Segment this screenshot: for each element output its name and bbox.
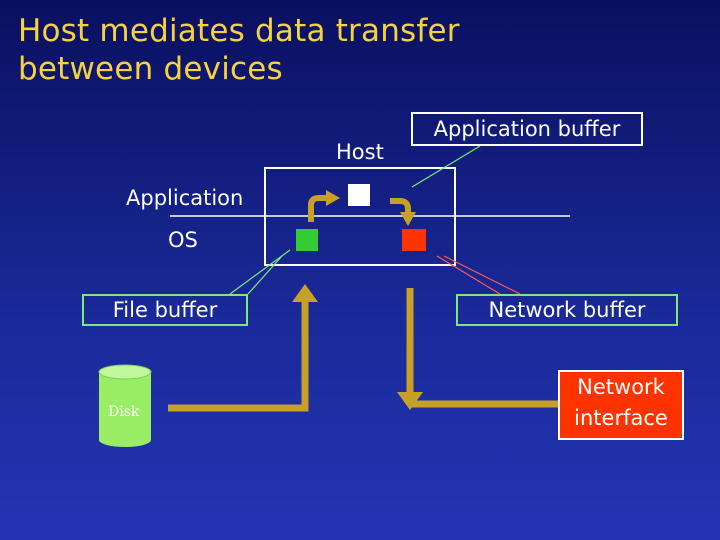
- network-interface-box: Network interface: [558, 370, 684, 440]
- title-line-2: between devices: [18, 51, 283, 87]
- file-buffer-callout: File buffer: [82, 294, 248, 326]
- network-interface-label-2: interface: [574, 406, 668, 430]
- copy-down-arrow: [390, 198, 416, 226]
- network-interface-label-1: Network: [577, 375, 665, 399]
- application-buffer-block: [348, 184, 370, 206]
- file-buffer-callout-line-1: [229, 249, 291, 295]
- file-buffer-block: [296, 229, 318, 251]
- application-layer-label: Application: [126, 186, 244, 210]
- application-buffer-callout: Application buffer: [411, 112, 643, 146]
- file-buffer-callout-line-2: [247, 255, 283, 295]
- disk-icon: [98, 364, 152, 447]
- network-buffer-callout: Network buffer: [456, 294, 678, 326]
- disk-label: Disk: [108, 404, 140, 420]
- disk-to-host-arrow: [168, 284, 318, 412]
- network-buffer-callout-line-2: [443, 255, 521, 295]
- host-label: Host: [336, 140, 384, 164]
- network-buffer-block: [402, 229, 426, 251]
- os-layer-label: OS: [168, 228, 198, 252]
- host-to-network-arrow: [397, 288, 558, 410]
- title-line-1: Host mediates data transfer: [18, 13, 460, 49]
- slide-title: Host mediates data transfer between devi…: [18, 12, 460, 88]
- network-buffer-callout-line-1: [436, 255, 501, 295]
- app-buffer-callout-line: [411, 145, 481, 188]
- copy-up-arrow: [308, 190, 340, 222]
